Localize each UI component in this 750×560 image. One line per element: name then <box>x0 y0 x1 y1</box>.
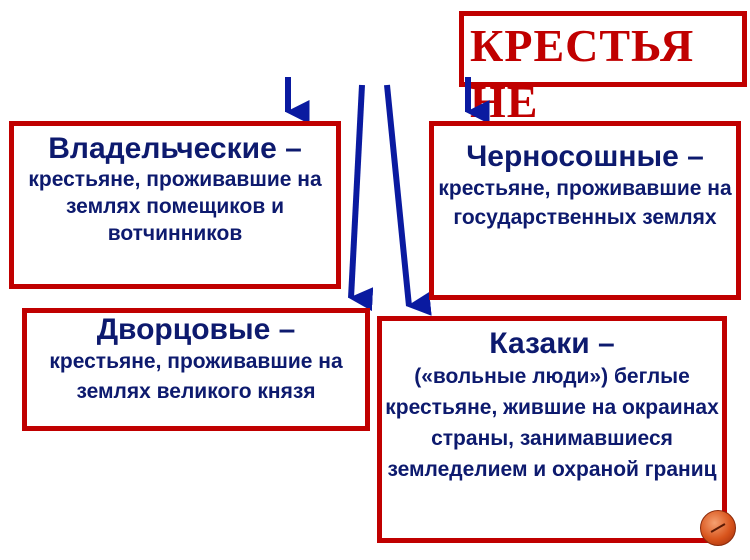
category-box-kazaki: Казаки – («вольные люди») беглые крестья… <box>377 316 727 543</box>
category-description: крестьяне, проживавшие на землях великог… <box>49 350 343 403</box>
category-box-dvortsovye: Дворцовые – крестьяне, проживавшие на зе… <box>22 308 370 431</box>
category-box-vladelcheskie: Владельческие – крестьяне, проживавшие н… <box>9 121 341 289</box>
arrow-to-kazaki <box>384 84 432 316</box>
category-title: Владельческие – <box>48 132 302 165</box>
category-title: Дворцовые – <box>96 313 296 346</box>
diagram-title: КРЕСТЬЯНЕ <box>459 11 747 127</box>
category-title: Казаки – <box>489 327 615 360</box>
arrow-to-dvorc <box>348 84 374 312</box>
category-description: крестьяне, проживавшие на государственны… <box>438 177 732 229</box>
category-box-chernososhnye: Черносошные – крестьяне, проживавшие на … <box>429 121 741 300</box>
category-description: («вольные люди») беглые крестьяне, живши… <box>385 365 719 481</box>
title-text: КРЕСТЬЯНЕ <box>470 20 695 127</box>
category-description: крестьяне, проживавшие на землях помещик… <box>28 168 322 245</box>
category-title: Черносошные – <box>466 140 704 173</box>
slide-nav-button[interactable] <box>700 510 736 546</box>
